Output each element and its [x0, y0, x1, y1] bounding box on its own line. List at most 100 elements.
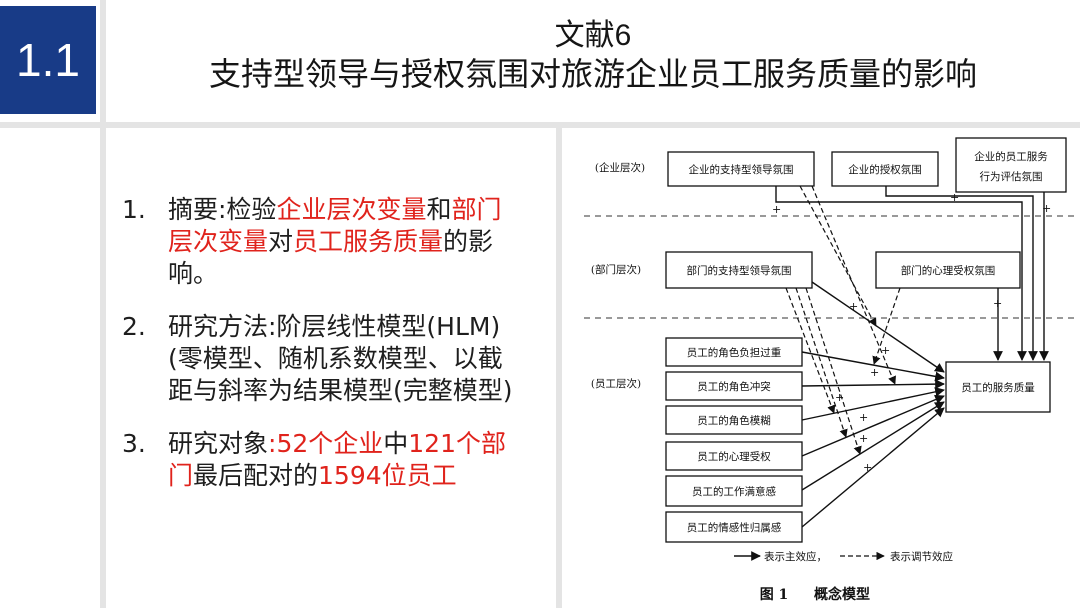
slide-title: 文献6 — [554, 19, 632, 52]
box-role-overload-label: 员工的角色负担过重 — [687, 346, 782, 359]
list-item-body: 研究对象:52个企业中121个部 门最后配对的1594位员工 — [168, 428, 506, 492]
text-panel — [106, 128, 556, 608]
effect-sign: + — [1042, 202, 1051, 215]
figure-caption: 概念模型 — [814, 586, 870, 603]
level-label-department: (部门层次) — [591, 263, 641, 276]
list-line: 响。 — [168, 258, 501, 290]
level-label-enterprise: (企业层次) — [595, 161, 645, 174]
box-affective-commitment-label: 员工的情感性归属感 — [687, 521, 782, 534]
main-effect-arrow — [801, 387, 945, 421]
figure-number: 图 1 — [760, 587, 789, 603]
highlight-segment: 层次变量 — [168, 227, 269, 256]
list-line: 距与斜率为结果模型(完整模型) — [168, 375, 513, 407]
main-effect-arrow — [801, 407, 945, 528]
list-line: 研究方法:阶层线性模型(HLM) — [168, 311, 513, 343]
box-service-quality-label: 员工的服务质量 — [961, 381, 1035, 394]
text-segment: 和 — [426, 195, 452, 224]
box-psych-empower — [665, 441, 803, 471]
box-ent-service-eval — [955, 137, 1067, 193]
list-number: 2. — [122, 312, 146, 341]
moderating-effect-arrow — [872, 287, 901, 365]
main-effect-arrow — [775, 186, 1027, 361]
effect-sign: + — [863, 461, 872, 474]
box-affective-commitment — [665, 511, 803, 543]
box-dept-empower-label: 部门的心理受权氛围 — [901, 264, 996, 277]
list-item-body: 摘要:检验企业层次变量和部门 层次变量对员工服务质量的影 响。 — [168, 194, 501, 290]
box-ent-service-eval-label: 企业的员工服务 — [974, 150, 1048, 163]
text-segment: 响。 — [168, 259, 219, 288]
list-item: 3. 研究对象:52个企业中121个部 门最后配对的1594位员工 — [122, 428, 552, 492]
slide-subtitle: 支持型领导与授权氛围对旅游企业员工服务质量的影响 — [208, 56, 977, 92]
box-dept-support-label: 部门的支持型领导氛围 — [687, 264, 792, 277]
effect-sign: + — [835, 391, 844, 404]
effect-sign: + — [859, 411, 868, 424]
highlight-segment: :52个企业 — [268, 429, 384, 458]
summary-list: 1. 摘要:检验企业层次变量和部门 层次变量对员工服务质量的影 响。 2. 研究… — [122, 194, 552, 513]
box-role-ambiguity-label: 员工的角色模糊 — [697, 414, 771, 427]
box-ent-service-eval-label: 行为评估氛围 — [980, 170, 1043, 183]
list-line: 门最后配对的1594位员工 — [168, 460, 506, 492]
text-segment: (零模型、随机系数模型、以截 — [168, 344, 503, 373]
box-job-satisfaction-label: 员工的工作满意感 — [692, 485, 776, 498]
highlight-segment: 企业层次变量 — [276, 195, 427, 224]
list-line: (零模型、随机系数模型、以截 — [168, 343, 513, 375]
effect-sign: + — [950, 191, 959, 204]
main-effect-arrow — [801, 379, 945, 390]
highlight-segment: 121个部 — [408, 429, 506, 458]
effect-sign: + — [849, 300, 858, 313]
legend-moderating-effect-label: 表示调节效应 — [890, 550, 953, 563]
section-badge: 1.1 — [0, 6, 96, 114]
box-ent-support-label: 企业的支持型领导氛围 — [689, 163, 794, 176]
box-dept-support — [665, 251, 813, 289]
level-label-employee: (员工层次) — [591, 377, 641, 390]
box-dept-empower — [875, 251, 1021, 289]
main-effect-arrow — [811, 281, 945, 373]
box-job-satisfaction — [665, 475, 803, 507]
effect-sign: + — [859, 432, 868, 445]
effect-sign: + — [870, 366, 879, 379]
highlight-segment: 门 — [168, 461, 194, 490]
main-effect-arrow — [801, 394, 945, 457]
box-psych-empower-label: 员工的心理受权 — [697, 450, 771, 463]
box-role-ambiguity — [665, 405, 803, 435]
moderating-effect-arrow — [805, 287, 862, 455]
main-effect-arrow — [885, 186, 1038, 361]
list-item: 2. 研究方法:阶层线性模型(HLM) (零模型、随机系数模型、以截 距与斜率为… — [122, 311, 552, 407]
list-item: 1. 摘要:检验企业层次变量和部门 层次变量对员工服务质量的影 响。 — [122, 194, 552, 290]
highlight-segment: 1594位员工 — [318, 461, 457, 490]
moderating-effect-arrow — [811, 185, 896, 385]
box-role-conflict-label: 员工的角色冲突 — [697, 380, 771, 393]
list-item-body: 研究方法:阶层线性模型(HLM) (零模型、随机系数模型、以截 距与斜率为结果模… — [168, 311, 513, 407]
box-ent-empower-label: 企业的授权氛围 — [848, 163, 922, 176]
list-number: 1. — [122, 195, 146, 224]
main-effect-arrow — [801, 351, 945, 382]
moderating-effect-arrow — [799, 185, 877, 327]
moderating-effect-arrow — [795, 287, 848, 438]
list-line: 摘要:检验企业层次变量和部门 — [168, 194, 501, 226]
text-segment: 中 — [383, 429, 409, 458]
box-ent-empower — [831, 151, 939, 187]
conceptual-model-diagram: (企业层次) (部门层次) (员工层次) 企业的支持型领导氛围 企业的授权氛围 … — [584, 137, 1078, 603]
legend-main-effect-label: 表示主效应， — [764, 550, 827, 563]
highlight-segment: 部门 — [451, 195, 502, 224]
moderating-effect-arrow — [785, 287, 836, 414]
list-number: 3. — [122, 429, 146, 458]
header-panel — [106, 0, 1080, 122]
list-line: 研究对象:52个企业中121个部 — [168, 428, 506, 460]
box-ent-support — [667, 151, 815, 187]
effect-sign: + — [993, 297, 1002, 310]
text-segment: 摘要:检验 — [168, 195, 277, 224]
text-segment: 研究方法:阶层线性模型(HLM) — [168, 312, 501, 341]
highlight-segment: 员工服务质量 — [293, 227, 444, 256]
main-effect-arrow — [801, 401, 945, 491]
side-strip — [0, 128, 100, 608]
text-segment: 对 — [268, 227, 294, 256]
text-segment: 研究对象 — [168, 429, 269, 458]
list-line: 层次变量对员工服务质量的影 — [168, 226, 501, 258]
text-segment: 距与斜率为结果模型(完整模型) — [168, 376, 513, 405]
text-segment: 最后配对的 — [193, 461, 319, 490]
effect-sign: + — [772, 203, 781, 216]
box-role-conflict — [665, 371, 803, 401]
box-service-quality — [945, 361, 1051, 413]
effect-sign: + — [881, 344, 890, 357]
